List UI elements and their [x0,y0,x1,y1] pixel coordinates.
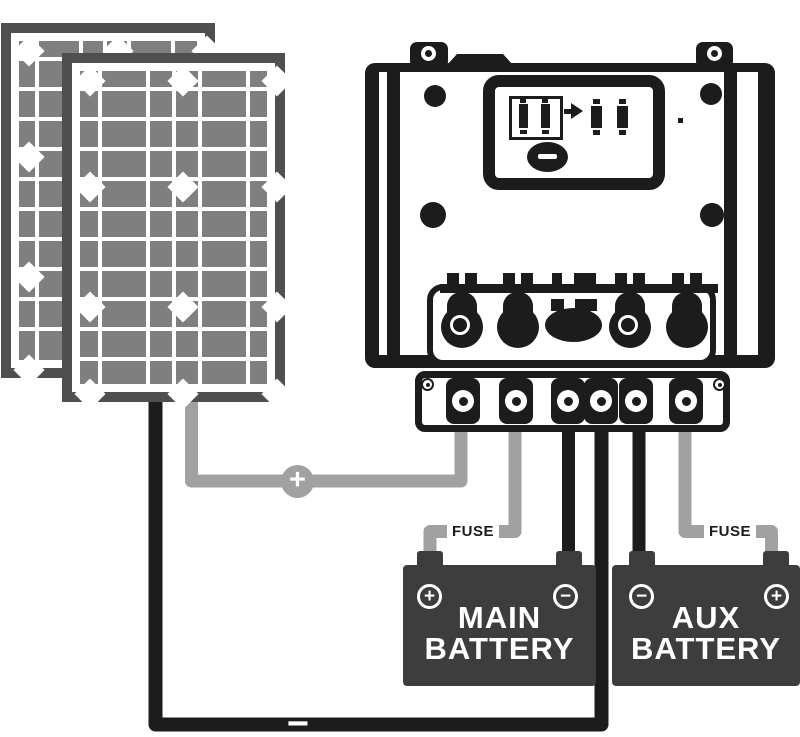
controller-top-ridge [448,54,512,64]
load-icon [591,106,602,128]
negative-wire-badge: − [286,702,310,737]
fuse-label-aux: FUSE [704,521,756,542]
aux-battery-plus-icon: + [764,584,789,609]
strip-terminal-solar-pos [446,378,480,424]
terminal-screw-icon [441,306,483,348]
bus-bar [440,284,718,293]
solar-negative-wire [148,392,609,732]
battery-cell-icon [541,104,550,128]
strip-terminal-solar-neg [584,378,618,424]
terminal-screw-icon [609,306,651,348]
aux-battery-minus-icon: − [629,584,654,609]
positive-wire-badge: + [281,465,314,498]
corner-screw-icon [700,83,722,105]
load-icon [617,106,628,128]
aux-battery-negative-post [629,551,655,567]
aux-battery-positive-post [763,551,789,567]
main-battery-fused-wire [423,420,522,566]
battery-box-icon [509,96,563,140]
solar-positive-wire [185,392,468,488]
solar-panel-front [62,53,293,410]
corner-screw-icon [420,202,446,228]
corner-screw-icon [700,203,724,227]
aux-battery-fused-wire [678,420,778,566]
main-battery-label: MAIN BATTERY [424,600,575,666]
main-battery-minus-icon: − [553,584,578,609]
corner-screw-icon [424,85,446,107]
terminal-screw-icon [666,306,708,348]
main-battery-negative-post [556,551,582,567]
indicator-dot-icon [678,118,683,123]
main-battery-plus-icon: + [417,584,442,609]
controller-display [483,75,665,190]
main-battery-positive-post [417,551,443,567]
center-terminal-oval [545,308,602,342]
strip-terminal-aux-fused [669,378,703,424]
fuse-label-main: FUSE [447,521,499,542]
solar-cells-front [80,71,267,384]
strip-terminal-aux-neg [619,378,653,424]
arrow-right-icon [564,109,571,114]
strip-terminal-main-fused [499,378,533,424]
battery-cell-icon [519,104,528,128]
terminal-screw-icon [497,306,539,348]
aux-battery-label: AUX BATTERY [631,600,781,666]
strip-terminal-main-neg [551,378,585,424]
